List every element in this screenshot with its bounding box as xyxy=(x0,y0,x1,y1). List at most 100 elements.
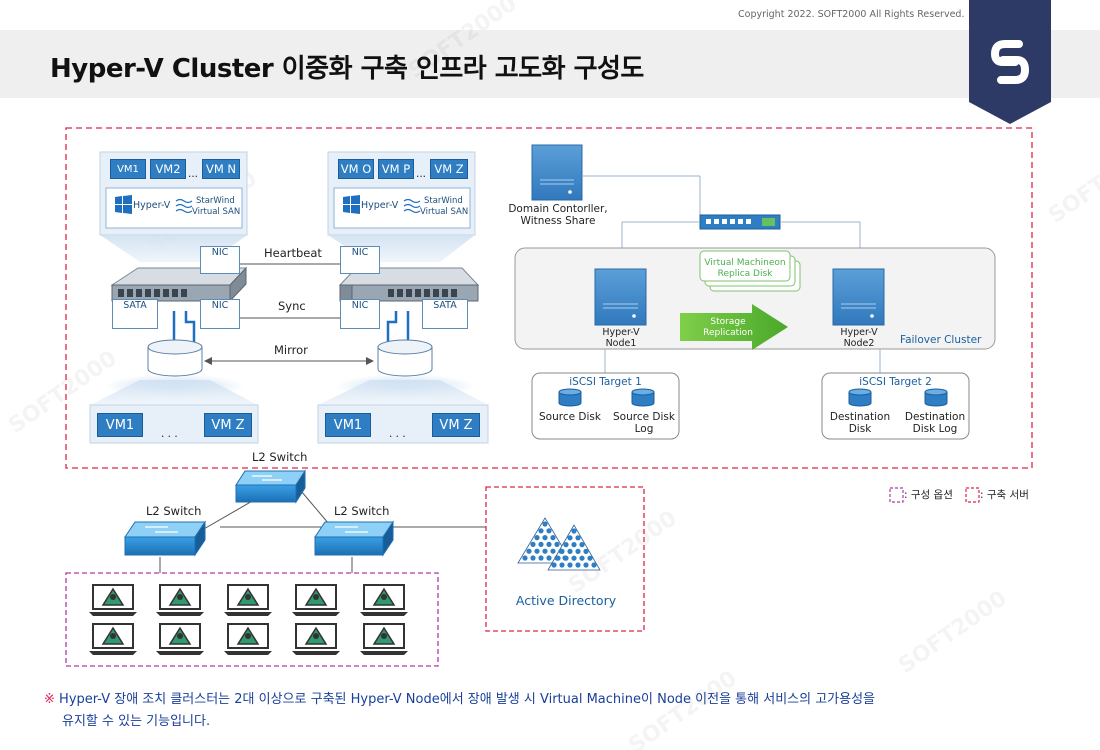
copyright-text: Copyright 2022. SOFT2000 All Rights Rese… xyxy=(738,9,965,20)
client-laptop-icon xyxy=(224,584,272,616)
l2-switch-left-icon xyxy=(124,520,206,557)
vm-chip: VM Z xyxy=(432,413,480,437)
starwind-icon xyxy=(403,198,421,214)
note-line-2: 유지할 수 있는 기능입니다. xyxy=(62,710,210,729)
vm-chip: VM N xyxy=(202,159,240,179)
ad-node-dot xyxy=(579,542,585,548)
node2-label: Hyper-V xyxy=(840,327,878,338)
l2-switch-right-icon xyxy=(314,520,394,557)
switch-left-label: L2 Switch xyxy=(146,504,202,518)
soft2000-logo-icon xyxy=(969,0,1051,124)
hyperv-label: Hyper-V xyxy=(133,200,171,211)
nic-card: NIC xyxy=(200,246,240,274)
ad-node-dot xyxy=(550,535,556,541)
client-laptop-icon xyxy=(156,623,204,655)
client-laptop-icon xyxy=(360,623,408,655)
ad-node-dot xyxy=(567,562,573,568)
client-laptop-icon xyxy=(89,623,137,655)
vm-ellipsis: ... xyxy=(416,168,427,180)
ad-node-dot xyxy=(538,555,544,561)
heartbeat-label: Heartbeat xyxy=(264,246,322,260)
ad-node-dot xyxy=(542,521,548,527)
source-disk-log-icon xyxy=(631,388,655,407)
ad-node-dot xyxy=(567,548,573,555)
ad-node-dot xyxy=(563,542,569,548)
ad-node-dot xyxy=(567,535,573,541)
domain-controller-server-icon xyxy=(531,144,583,201)
destination-disk-log-icon xyxy=(924,388,948,407)
ad-node-dot xyxy=(575,548,581,555)
sata-card: SATA xyxy=(112,299,158,329)
server-boundary xyxy=(65,127,1033,469)
ad-node-dot xyxy=(530,555,536,561)
ad-node-dot xyxy=(559,548,565,555)
replica-disk-label: Virtual Machineon xyxy=(704,258,786,268)
ad-node-dot xyxy=(546,555,552,561)
note-mark: ※ xyxy=(44,692,55,707)
ad-node-dot xyxy=(587,555,593,561)
windows-logo-icon xyxy=(343,195,360,214)
ad-node-dot xyxy=(575,562,581,568)
ad-node-dot xyxy=(583,548,589,555)
legend-server: : 구축 서버 xyxy=(980,486,1029,502)
hyperv-node2-server-icon xyxy=(832,268,885,326)
source-disk-label: Source Disk xyxy=(539,411,601,423)
destination-disk-label: Destination xyxy=(829,411,891,423)
switch-top-label: L2 Switch xyxy=(252,450,308,464)
domain-controller-label: Witness Share xyxy=(520,215,596,227)
active-directory-icon xyxy=(517,517,601,571)
ad-node-dot xyxy=(546,528,552,534)
destination-disk-icon xyxy=(848,388,872,407)
starwind-label: Virtual SAN xyxy=(420,207,469,217)
client-laptops xyxy=(89,584,408,655)
ad-node-dot xyxy=(542,548,548,554)
ad-node-dot xyxy=(526,548,532,554)
vm-chip: VM1 xyxy=(97,413,143,437)
ad-node-dot xyxy=(538,541,544,548)
core-switch-icon xyxy=(699,214,781,230)
source-disk-log-label: Source Disk xyxy=(613,411,675,423)
source-disk-log-label: Log xyxy=(634,423,654,435)
vm-chip: VM Z xyxy=(204,413,252,437)
note-line-1: ※ Hyper-V 장애 조치 클러스터는 2대 이상으로 구축된 Hyper-… xyxy=(44,688,875,707)
switch-right-label: L2 Switch xyxy=(334,504,390,518)
hyperv-node1-server-icon xyxy=(594,268,647,326)
ad-node-dot xyxy=(534,535,540,541)
client-laptop-icon xyxy=(224,623,272,655)
vm-chip: VM1 xyxy=(325,413,371,437)
storage-replication-arrow xyxy=(680,304,788,350)
ad-node-dot xyxy=(534,548,540,554)
starwind-label: StarWind xyxy=(196,196,235,206)
ad-node-dot xyxy=(571,542,577,548)
mirror-label: Mirror xyxy=(274,343,308,357)
starwind-icon xyxy=(175,198,193,214)
ad-node-dot xyxy=(579,555,585,561)
note-text: 유지할 수 있는 기능입니다. xyxy=(62,714,211,729)
iscsi-target1-title: iSCSI Target 1 xyxy=(569,376,642,388)
ad-node-dot xyxy=(546,541,552,548)
note-text: Hyper-V 장애 조치 클러스터는 2대 이상으로 구축된 Hyper-V … xyxy=(59,692,876,707)
starwind-label: Virtual SAN xyxy=(192,207,241,217)
title-band xyxy=(0,30,1100,98)
client-laptop-icon xyxy=(156,584,204,616)
ad-node-dot xyxy=(555,555,561,561)
ad-node-dot xyxy=(583,562,589,568)
sata-card: SATA xyxy=(422,299,468,329)
starwind-label: StarWind xyxy=(424,196,463,206)
active-directory-box xyxy=(485,486,645,632)
node1-label: Hyper-V xyxy=(602,327,640,338)
legend-option-swatch xyxy=(889,487,904,503)
l2-switch-top-icon xyxy=(235,469,306,504)
ad-node-dot xyxy=(530,541,536,548)
nic-card: NIC xyxy=(340,246,380,274)
vm-ellipsis: ... xyxy=(188,168,199,180)
vm-ellipsis: . . . xyxy=(161,428,178,440)
destination-disk-log-label: Disk Log xyxy=(912,423,958,435)
ad-node-dot xyxy=(571,528,577,534)
ad-node-dot xyxy=(542,535,548,541)
client-option-box xyxy=(65,572,439,667)
ad-node-dot xyxy=(571,555,577,561)
legend-option-label: : 구성 옵션 xyxy=(904,488,953,501)
active-directory-label: Active Directory xyxy=(515,593,617,608)
